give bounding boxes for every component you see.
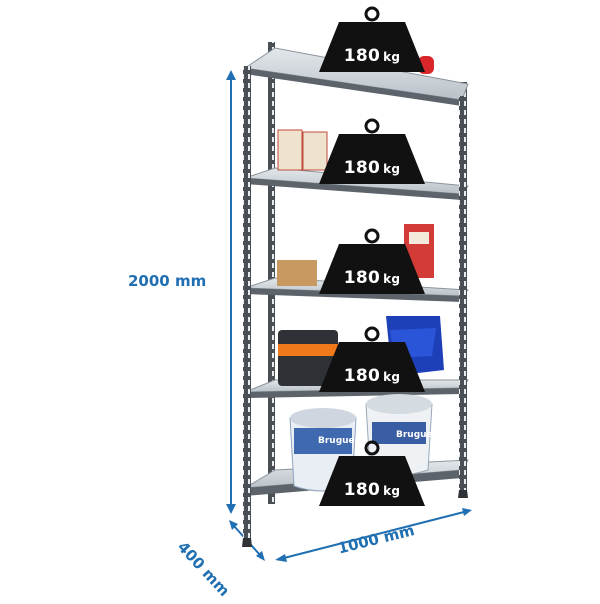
load-value: 180 — [343, 366, 381, 386]
width-dimension-arrow — [275, 508, 472, 562]
load-unit: kg — [383, 370, 401, 384]
foot-right — [458, 490, 468, 498]
weight-icon — [319, 440, 425, 506]
bucket-brand-left: Bruguer — [318, 436, 360, 446]
height-dimension-arrow — [226, 70, 236, 514]
weight-icon — [319, 326, 425, 392]
height-label: 2000 mm — [128, 272, 207, 290]
front-left-upright — [243, 66, 251, 546]
bucket-brand-right: Bruguer — [396, 430, 438, 440]
foot-left — [242, 538, 252, 547]
shelf-1 — [243, 47, 469, 106]
load-value: 180 — [343, 480, 381, 500]
weight-icon — [319, 6, 425, 72]
weight-icon — [319, 228, 425, 294]
load-unit: kg — [383, 50, 401, 64]
weight-icon — [319, 118, 425, 184]
rear-left-upright — [268, 42, 275, 504]
load-unit: kg — [383, 162, 401, 176]
load-unit: kg — [383, 484, 401, 498]
load-unit: kg — [383, 272, 401, 286]
front-right-upright — [459, 96, 467, 494]
shelf-2-items — [277, 129, 328, 171]
load-value: 180 — [343, 46, 381, 66]
load-value: 180 — [343, 268, 381, 288]
load-value: 180 — [343, 158, 381, 178]
